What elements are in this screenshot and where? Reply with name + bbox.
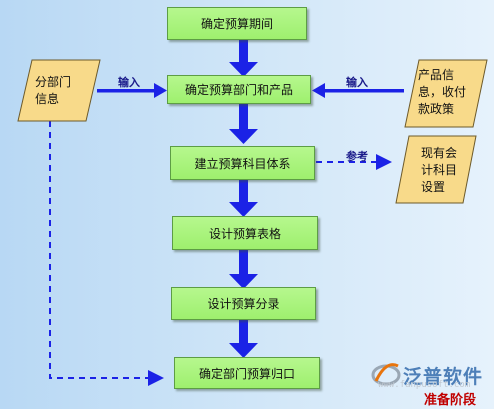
logo-text: 泛普软件	[403, 366, 484, 388]
flow-arrow-5	[229, 320, 258, 358]
step-label-6: 确定部门预算归口	[198, 366, 295, 381]
left-input-label: 分部门 信息	[35, 75, 72, 106]
step-label-1: 确定预算期间	[200, 17, 273, 31]
reference-shape	[395, 135, 477, 204]
flow-arrow-1	[229, 40, 258, 77]
step-label-4: 设计预算表格	[208, 226, 281, 241]
step-label-5: 设计预算分录	[207, 297, 280, 311]
flow-arrow-4	[229, 250, 258, 289]
step-box-1: 确定预算期间	[167, 7, 307, 40]
step-label-3: 建立预算科目体系	[194, 156, 291, 171]
reference-edge-label: 参考	[346, 150, 368, 163]
right-input-edge-label: 输入	[346, 76, 368, 89]
right-input-shape	[404, 59, 488, 128]
watermark-text: www.fanpusoft.com	[378, 380, 471, 390]
step-box-6: 确定部门预算归口	[174, 357, 320, 389]
flow-arrow-2	[229, 104, 258, 144]
step-box-2: 确定预算部门和产品	[167, 75, 311, 104]
right-input-arrow	[312, 83, 404, 98]
logo-icon	[371, 363, 401, 386]
right-input-label: 产品信 息，收付 款政策	[418, 68, 467, 116]
reference-label: 现有会 计科目 设置	[421, 146, 458, 194]
left-dashed-link	[49, 121, 164, 386]
step-box-3: 建立预算科目体系	[170, 146, 315, 180]
stage-label: 准备阶段	[424, 393, 477, 408]
left-input-arrow	[97, 83, 167, 98]
left-input-edge-label: 输入	[118, 76, 140, 89]
step-label-2: 确定预算部门和产品	[184, 83, 293, 97]
left-input-shape	[17, 59, 101, 122]
step-box-4: 设计预算表格	[172, 216, 318, 250]
step-box-5: 设计预算分录	[171, 287, 316, 320]
flow-arrow-3	[229, 180, 258, 217]
